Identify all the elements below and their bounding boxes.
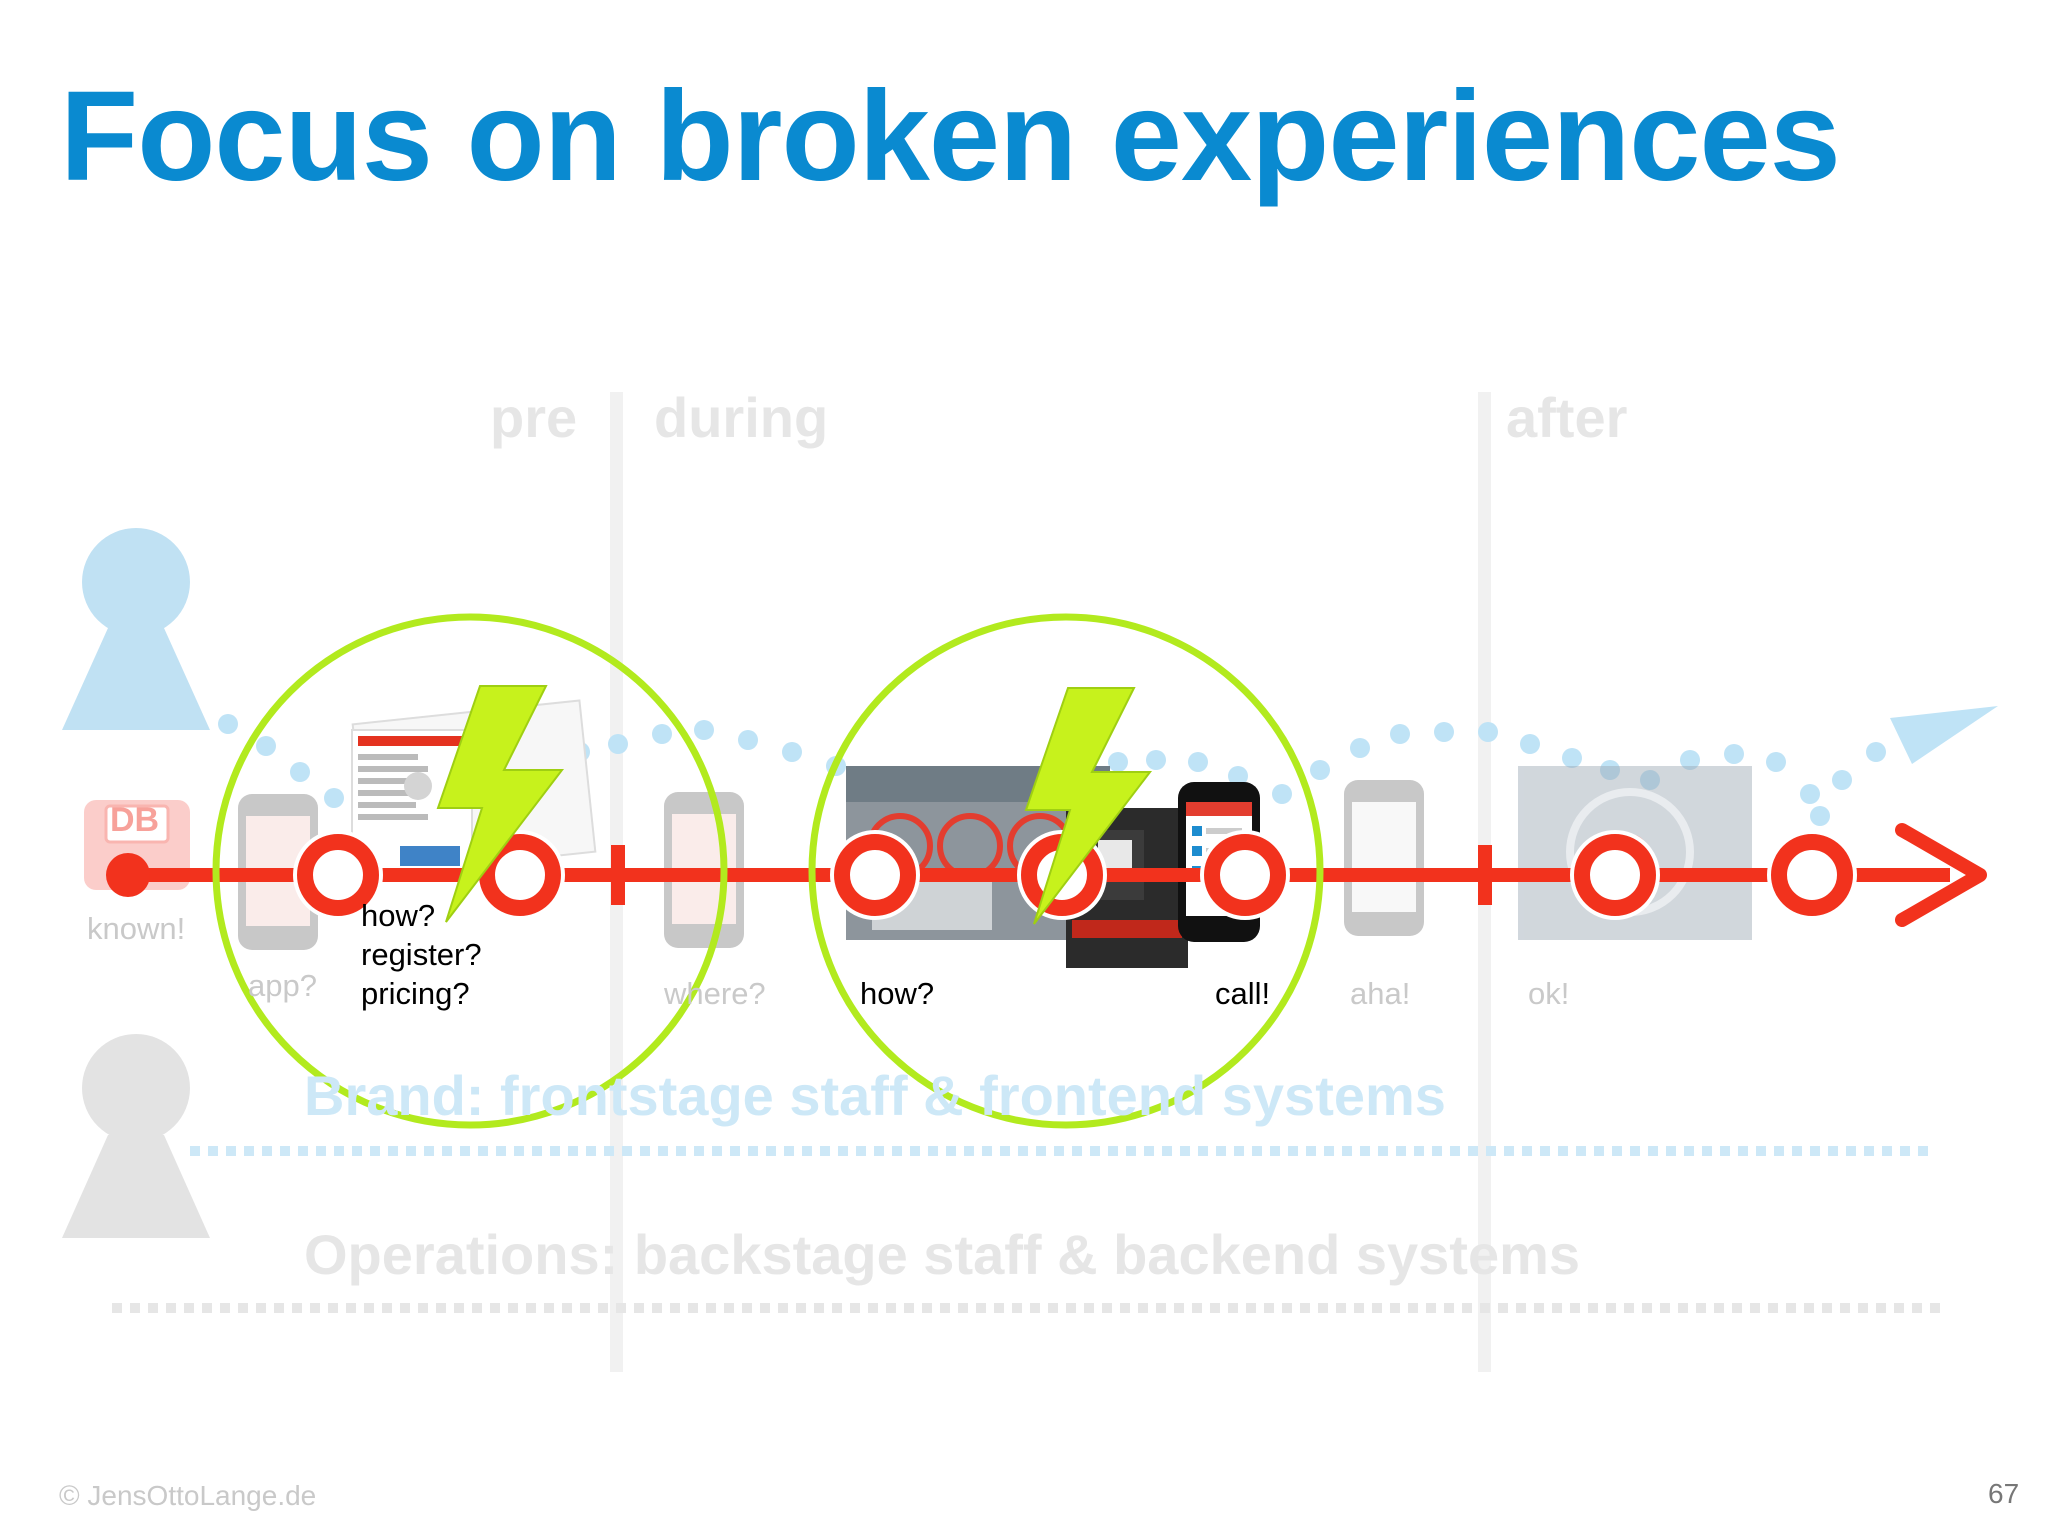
step-label-how-line1: how? (361, 897, 435, 936)
db-logo-text: DB (110, 801, 159, 840)
step-label-app: app? (248, 967, 317, 1006)
step-label-how-during: how? (860, 975, 934, 1014)
page-number: 67 (1988, 1478, 2019, 1510)
step-label-where: where? (664, 975, 766, 1014)
step-label-call: call! (1215, 975, 1270, 1014)
brand-lane-label: Brand: frontstage staff & frontend syste… (304, 1063, 1446, 1128)
customer-person-icon (62, 528, 210, 730)
paper-plane-icon (1890, 706, 1998, 764)
step-label-ok: ok! (1528, 975, 1569, 1014)
journey-tick-1 (611, 845, 625, 905)
phone-icon-aha (1344, 780, 1424, 936)
journey-start-dot (106, 853, 150, 897)
step-label-known: known! (87, 910, 185, 949)
copyright-text: © JensOttoLange.de (59, 1480, 316, 1512)
staff-person-icon (62, 1034, 210, 1238)
journey-tick-2 (1478, 845, 1492, 905)
step-label-how-line3: pricing? (361, 975, 470, 1014)
step-label-how-line2: register? (361, 936, 482, 975)
operations-lane-label: Operations: backstage staff & backend sy… (304, 1222, 1580, 1287)
step-label-aha: aha! (1350, 975, 1410, 1014)
